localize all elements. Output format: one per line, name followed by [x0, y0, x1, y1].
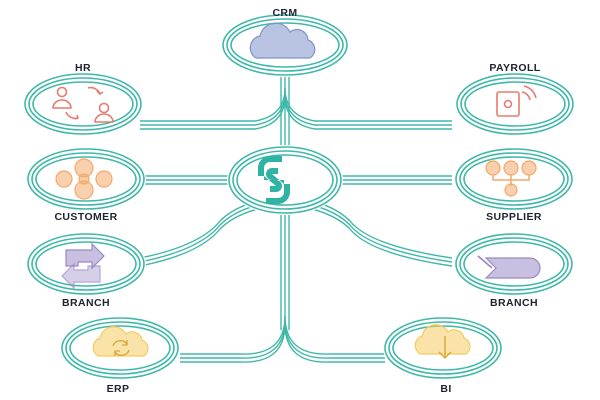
node-ring: [464, 81, 566, 127]
node-ring: [24, 73, 142, 135]
node-ring: [455, 148, 573, 210]
node-ring: [228, 146, 342, 214]
node-ring: [463, 241, 565, 287]
label-bi: BI: [440, 383, 451, 395]
people-exchange-icon: [52, 86, 114, 123]
org-tree-icon: [485, 160, 537, 197]
node-ring: [459, 152, 569, 206]
node-ring: [455, 233, 573, 295]
node-ring: [61, 317, 179, 379]
node-ring: [65, 321, 175, 375]
cloud-download-icon: [414, 324, 471, 359]
label-crm: CRM: [272, 7, 297, 19]
arrow-shape-icon: [477, 255, 541, 279]
node-customer[interactable]: CUSTOMER: [54, 158, 117, 223]
node-ring: [459, 237, 569, 291]
node-ring: [27, 233, 145, 295]
node-ring: [222, 14, 348, 76]
connector-line: [140, 87, 286, 122]
node-branch-right[interactable]: BRANCH: [477, 255, 541, 309]
connector-line: [284, 323, 385, 363]
connector-line: [140, 95, 286, 130]
connector-line: [180, 319, 286, 359]
cloud-icon: [249, 22, 316, 59]
node-ring-bg: [454, 147, 574, 211]
node-ring: [35, 241, 137, 287]
sync-arrows-icon: [61, 242, 105, 290]
node-crm[interactable]: CRM: [249, 7, 316, 59]
node-ring-bg: [455, 72, 575, 136]
label-customer: CUSTOMER: [54, 211, 117, 223]
node-ring: [388, 321, 498, 375]
connector-lines: [139, 72, 453, 363]
connector-line: [284, 87, 452, 122]
connector-line: [180, 323, 286, 363]
label-hr: HR: [75, 62, 91, 74]
connector-line: [284, 95, 452, 130]
brand-logo-icon: [258, 156, 290, 204]
node-ring: [232, 150, 338, 210]
phone-signal-icon: [496, 85, 537, 117]
connector-line: [284, 315, 385, 355]
node-ring: [35, 156, 137, 202]
network-circles-icon: [55, 158, 113, 200]
node-ring: [456, 73, 574, 135]
node-ring: [28, 77, 138, 131]
connector-line: [140, 91, 286, 126]
node-ring: [384, 317, 502, 379]
label-payroll: PAYROLL: [489, 62, 540, 74]
node-erp[interactable]: ERP: [92, 326, 149, 395]
connector-line: [180, 315, 286, 355]
node-ring-bg: [227, 145, 343, 215]
node-supplier[interactable]: SUPPLIER: [485, 160, 542, 223]
hub-node[interactable]: [258, 156, 290, 204]
label-branch-left: BRANCH: [62, 297, 110, 309]
node-ring: [226, 18, 344, 72]
node-ring: [69, 325, 171, 371]
node-payroll[interactable]: PAYROLL: [489, 62, 540, 117]
node-hr[interactable]: HR: [52, 62, 114, 123]
cloud-sync-icon: [92, 326, 149, 357]
node-ring: [31, 237, 141, 291]
label-branch-right: BRANCH: [490, 297, 538, 309]
node-ring: [463, 156, 565, 202]
label-supplier: SUPPLIER: [486, 211, 542, 223]
node-ring: [460, 77, 570, 131]
node-ring: [230, 22, 340, 68]
node-ring: [392, 325, 494, 371]
node-ring: [236, 154, 334, 206]
node-ring: [32, 81, 134, 127]
label-erp: ERP: [107, 383, 130, 395]
node-ring: [31, 152, 141, 206]
node-ring-bg: [26, 232, 146, 296]
node-ring: [27, 148, 145, 210]
node-bi[interactable]: BI: [414, 324, 471, 395]
connector-line: [284, 319, 385, 359]
node-branch-left[interactable]: BRANCH: [61, 242, 110, 309]
